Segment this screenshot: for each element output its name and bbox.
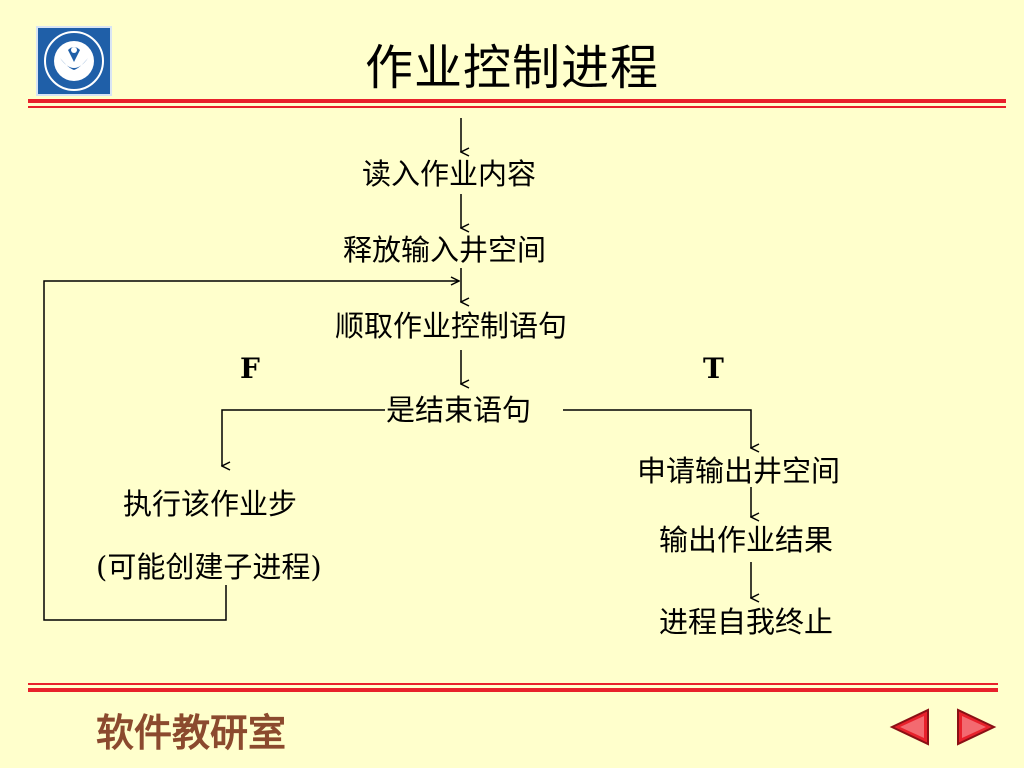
node-exec-step-note: (可能创建子进程) xyxy=(96,550,322,584)
label-false: F xyxy=(240,352,260,385)
footer-rule-thin xyxy=(28,683,998,685)
node-is-end: 是结束语句 xyxy=(386,393,532,427)
node-read-job: 读入作业内容 xyxy=(362,157,537,191)
arrow-loop-back xyxy=(43,281,459,621)
university-logo xyxy=(36,26,112,96)
prev-button[interactable] xyxy=(888,706,940,752)
arrow-false-branch xyxy=(222,409,385,466)
footer-label: 软件教研室 xyxy=(96,710,287,755)
node-request-output: 申请输出井空间 xyxy=(637,454,841,488)
node-terminate: 进程自我终止 xyxy=(659,605,834,639)
node-exec-step: 执行该作业步 xyxy=(123,487,298,521)
label-true: T xyxy=(703,352,724,385)
header-rule-thin xyxy=(28,106,1006,108)
footer-rule-thick xyxy=(28,688,998,692)
node-release-input: 释放输入井空间 xyxy=(343,233,547,267)
node-output-result: 输出作业结果 xyxy=(659,523,834,557)
next-button[interactable] xyxy=(946,706,998,752)
header-rule-thick xyxy=(28,99,1006,103)
university-seal-icon xyxy=(44,31,104,91)
next-arrow-icon[interactable] xyxy=(946,706,998,748)
arrow-true-branch xyxy=(563,409,751,448)
prev-arrow-icon[interactable] xyxy=(888,706,940,748)
node-fetch-stmt: 顺取作业控制语句 xyxy=(335,309,568,343)
slide-title: 作业控制进程 xyxy=(364,40,659,96)
